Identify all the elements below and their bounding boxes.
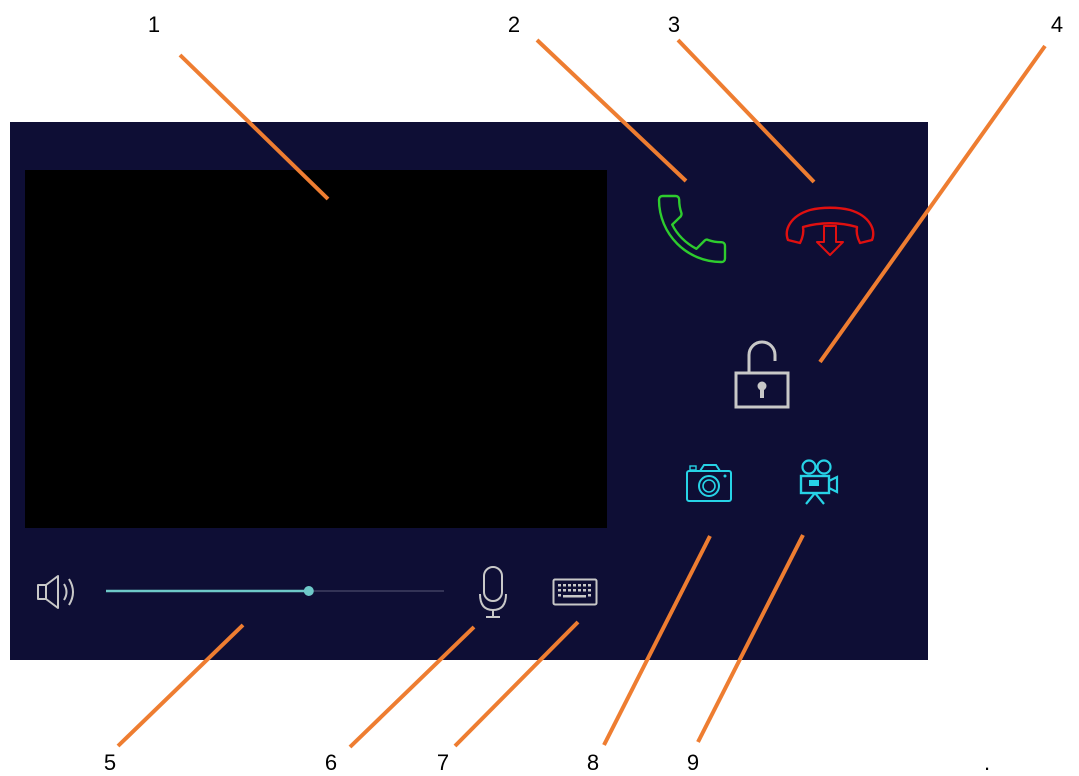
camera-icon[interactable]: [685, 462, 733, 504]
volume-slider[interactable]: [104, 582, 446, 602]
microphone-icon[interactable]: [475, 564, 511, 622]
callout-number-8: 8: [586, 750, 600, 775]
callout-number-1: 1: [147, 12, 161, 37]
callout-number-5: 5: [103, 750, 117, 775]
padlock-open-icon[interactable]: [732, 335, 792, 411]
keyboard-icon[interactable]: [552, 578, 598, 606]
callout-number-2: 2: [507, 12, 521, 37]
phone-answer-icon[interactable]: [648, 185, 736, 273]
callout-number-7: 7: [436, 750, 450, 775]
video-display: [25, 170, 607, 528]
intercom-panel: [10, 122, 928, 660]
callout-number-9: 9: [686, 750, 700, 775]
callout-number-4: 4: [1050, 12, 1064, 37]
callout-number-6: 6: [324, 750, 338, 775]
speaker-icon: [37, 575, 74, 609]
callout-number-3: 3: [667, 12, 681, 37]
video-camera-icon[interactable]: [797, 458, 843, 508]
phone-hangup-icon[interactable]: [780, 200, 880, 260]
trailing-period: .: [983, 750, 991, 775]
